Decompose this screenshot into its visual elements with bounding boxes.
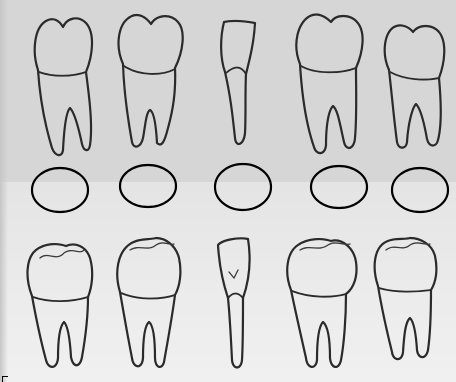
- upper-molar-2-drawing: [119, 15, 183, 147]
- answer-blank-4[interactable]: [311, 166, 367, 208]
- answer-blank-1[interactable]: [32, 168, 88, 212]
- lower-incisor-drawing: [218, 238, 250, 367]
- lower-molar-1-drawing: [27, 244, 92, 367]
- upper-incisor-drawing: [221, 21, 255, 144]
- lower-molar-2-drawing: [117, 238, 180, 367]
- lower-molar-3-drawing: [287, 239, 356, 367]
- answer-blank-3[interactable]: [215, 164, 271, 210]
- answer-blank-5[interactable]: [392, 168, 448, 212]
- lower-molar-4-drawing: [375, 238, 437, 359]
- answer-blank-2[interactable]: [120, 165, 176, 207]
- upper-molar-1-drawing: [35, 18, 92, 155]
- corner-crop-mark: [2, 376, 8, 382]
- upper-molar-3-drawing: [296, 15, 362, 154]
- upper-molar-4-drawing: [385, 25, 445, 147]
